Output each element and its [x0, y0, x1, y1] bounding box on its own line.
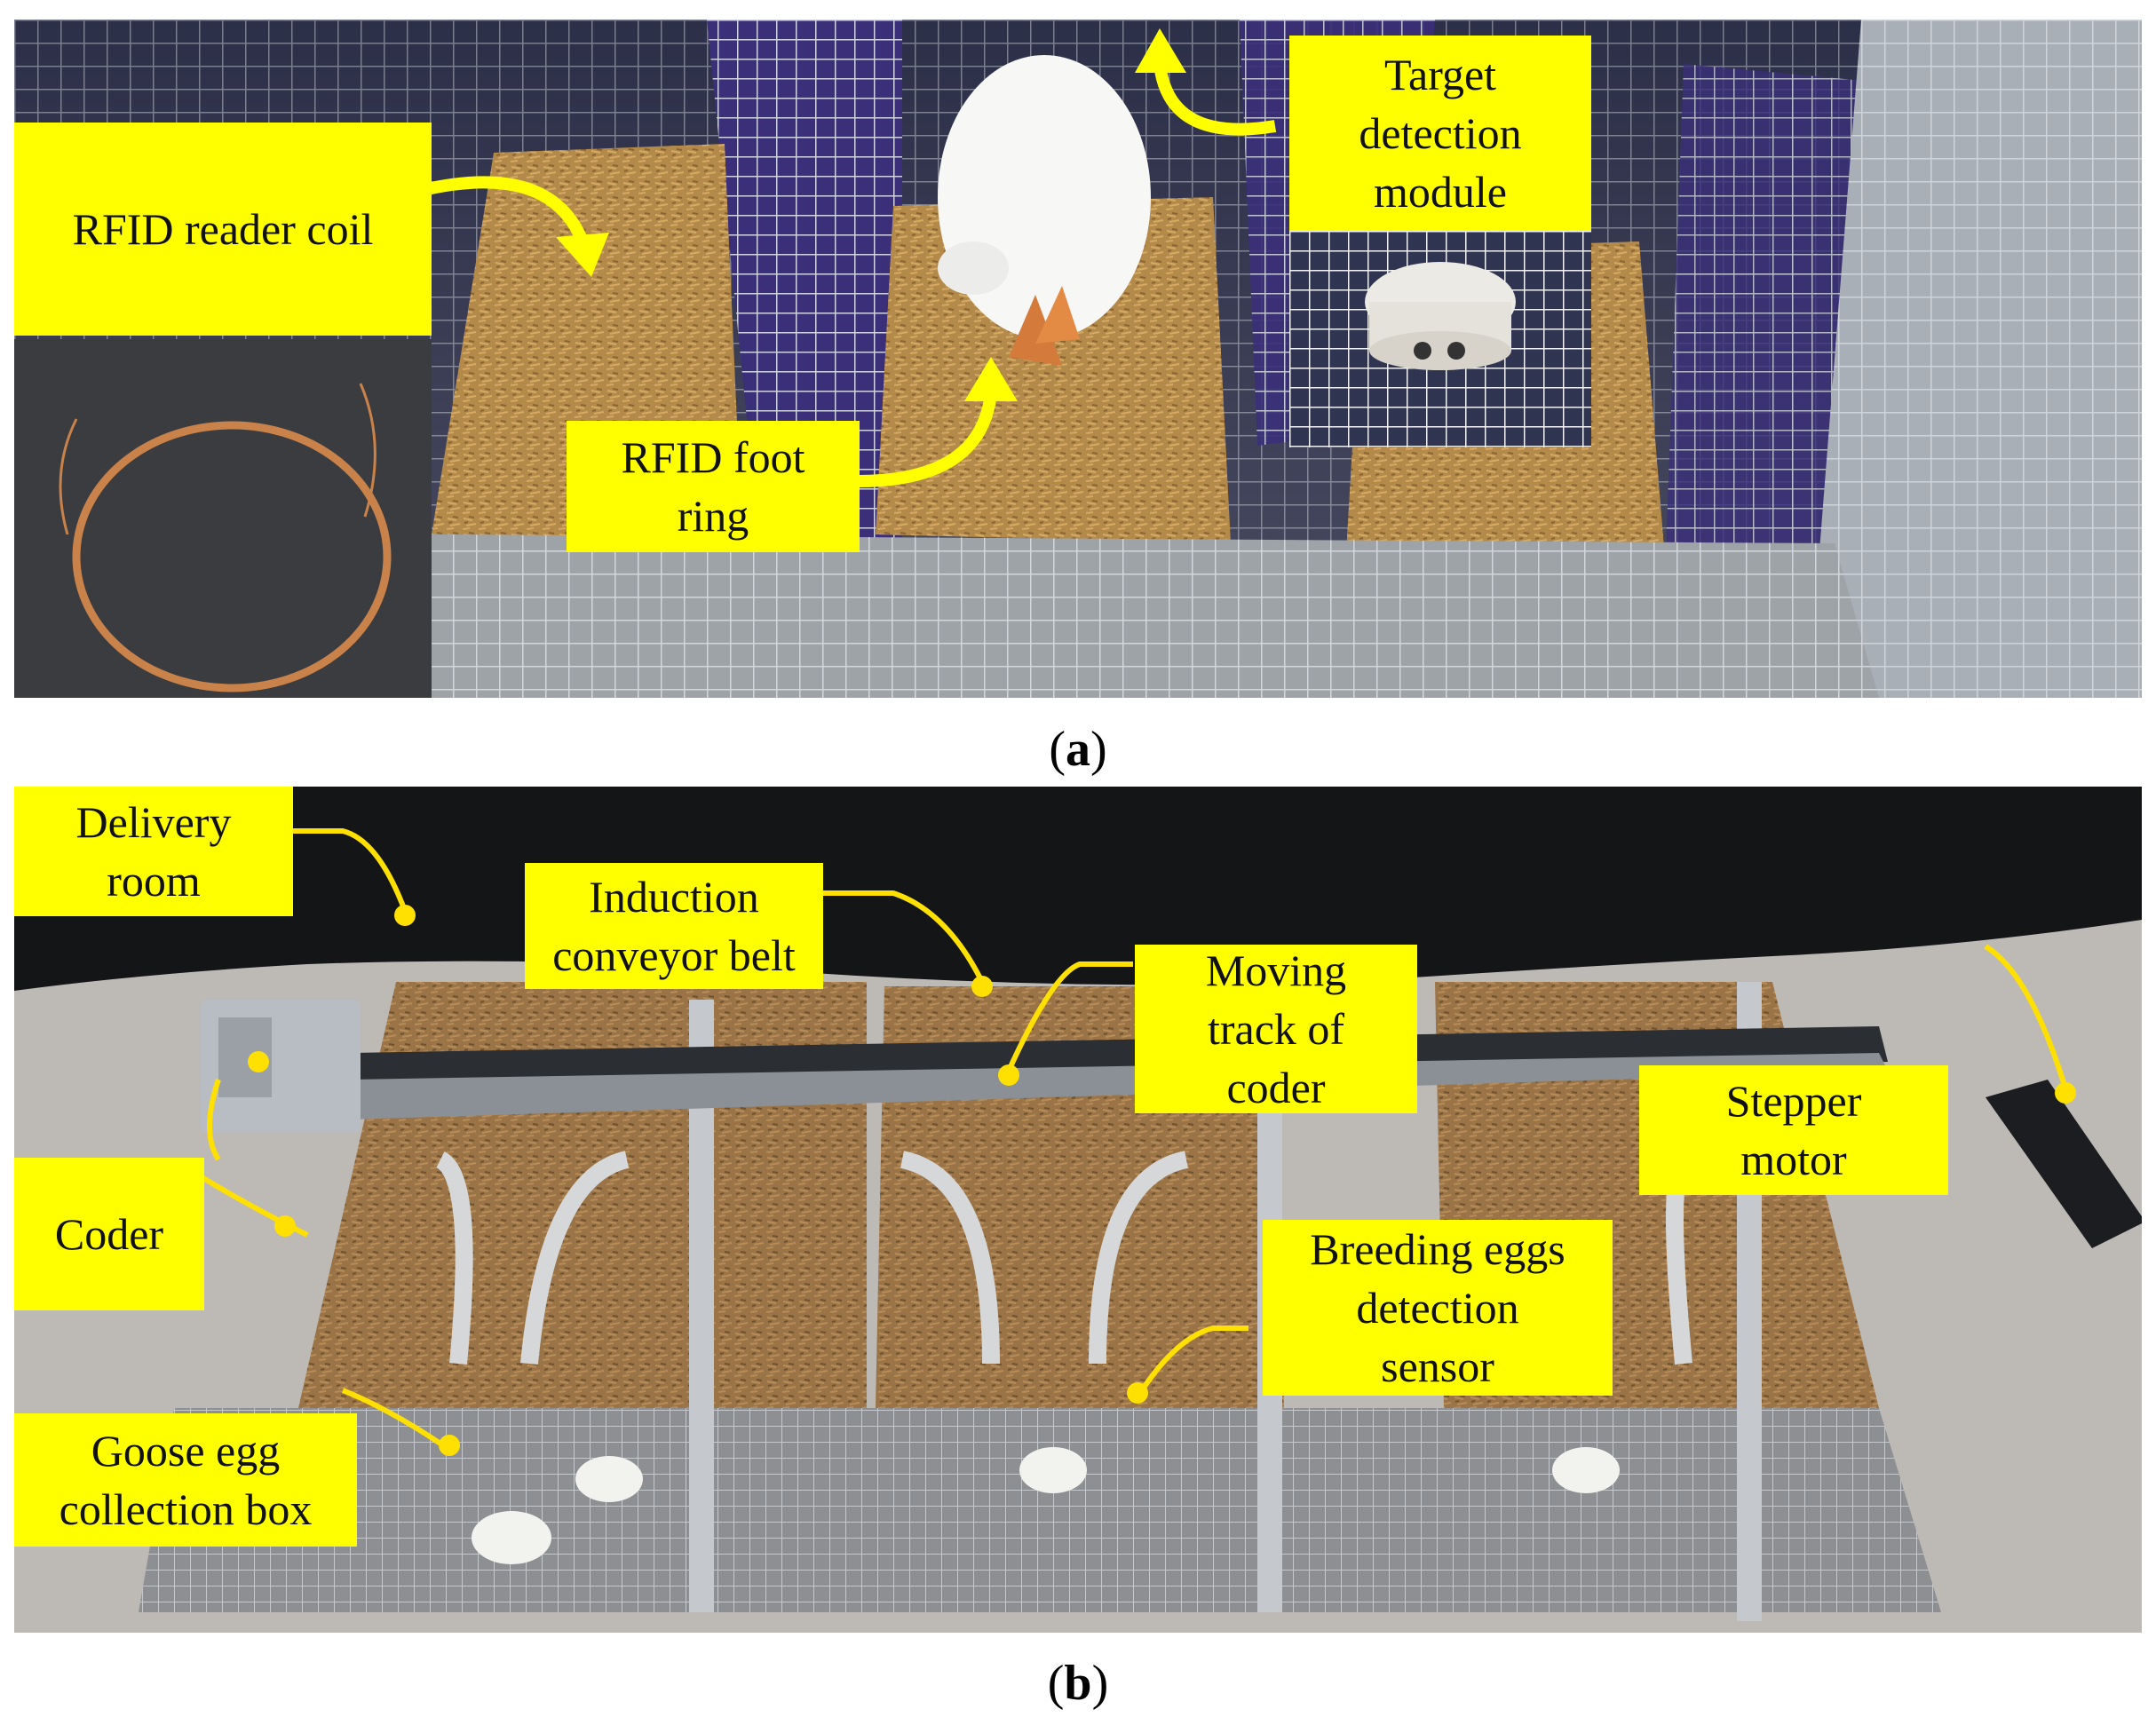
goose-egg — [575, 1456, 643, 1502]
goose — [938, 55, 1151, 366]
caption-letter-a: a — [1066, 722, 1090, 777]
photo-panel-b: Delivery room Induction conveyor belt Mo… — [14, 787, 2142, 1633]
rfid-coil-inset-photo — [14, 339, 432, 698]
arrow-head — [1135, 28, 1186, 73]
label-induction-conveyor-belt: Induction conveyor belt — [525, 863, 823, 989]
goose-egg — [472, 1511, 551, 1564]
arrow-head — [556, 233, 609, 277]
caption-a: (a) — [1049, 722, 1107, 777]
moving-track-rail — [352, 1053, 1888, 1120]
caption-letter-b: b — [1064, 1656, 1092, 1711]
rfid-coil-icon — [14, 339, 432, 698]
arrow-head — [964, 357, 1018, 401]
label-target-detection-module: Target detection module — [1289, 36, 1591, 231]
arrow — [1153, 63, 1277, 136]
arrow — [857, 392, 997, 487]
divider-mesh — [707, 20, 902, 552]
photo-panel-a: RFID reader coil Target detection module… — [14, 20, 2142, 698]
nest-box-scene-a — [14, 20, 2142, 698]
stepper-motor — [1986, 1080, 2142, 1248]
label-moving-track-of-coder: Moving track of coder — [1135, 945, 1417, 1113]
goose-egg — [1552, 1447, 1620, 1493]
target-detector-icon — [1289, 231, 1591, 447]
leader-dots — [248, 905, 2076, 1456]
label-rfid-reader-coil: RFID reader coil — [14, 123, 432, 336]
detector-inset-photo — [1289, 231, 1591, 447]
arrow — [394, 176, 589, 244]
egg-collection-mesh — [139, 1408, 1941, 1612]
caption-b: (b) — [1047, 1656, 1109, 1711]
label-coder: Coder — [14, 1158, 204, 1310]
label-delivery-room: Delivery room — [14, 787, 293, 916]
label-goose-egg-collection-box: Goose egg collection box — [14, 1413, 357, 1547]
label-rfid-foot-ring: RFID foot ring — [567, 421, 860, 552]
goose-egg — [1019, 1447, 1087, 1493]
label-breeding-eggs-detection-sensor: Breeding eggs detection sensor — [1263, 1220, 1613, 1396]
label-stepper-motor: Stepper motor — [1639, 1065, 1948, 1195]
